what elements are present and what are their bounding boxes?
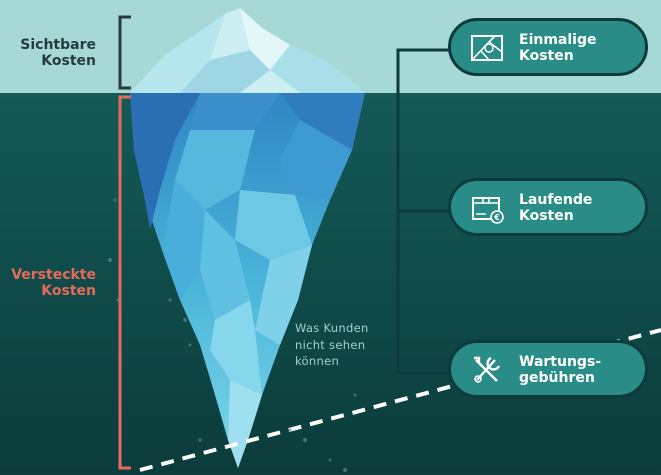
iceberg-body <box>130 93 365 468</box>
visible-costs-bracket <box>118 15 131 90</box>
wrench-screwdriver-icon <box>474 356 501 383</box>
maintenance-fees-label: Wartungs- gebühren <box>519 354 602 387</box>
customer-note: Was Kunden nicht sehen können <box>295 320 385 370</box>
blueprint-icon <box>471 35 503 61</box>
iceberg-tip <box>130 8 365 93</box>
hidden-costs-bracket <box>118 95 131 470</box>
hidden-costs-label: Versteckte Kosten <box>11 267 96 300</box>
running-costs-label: Laufende Kosten <box>519 192 593 225</box>
maintenance-fees-box: Wartungs- gebühren <box>448 340 648 398</box>
running-costs-box: € Laufende Kosten <box>448 178 648 236</box>
connector-lines <box>396 48 450 375</box>
visible-costs-label: Sichtbare Kosten <box>20 37 96 70</box>
bubbles <box>108 198 357 472</box>
box-euro-icon: € <box>472 197 504 224</box>
customer-note-text: Was Kunden nicht sehen können <box>295 321 369 369</box>
svg-text:€: € <box>493 213 500 222</box>
one-time-costs-box: Einmalige Kosten <box>448 18 648 76</box>
one-time-costs-label: Einmalige Kosten <box>519 32 597 65</box>
